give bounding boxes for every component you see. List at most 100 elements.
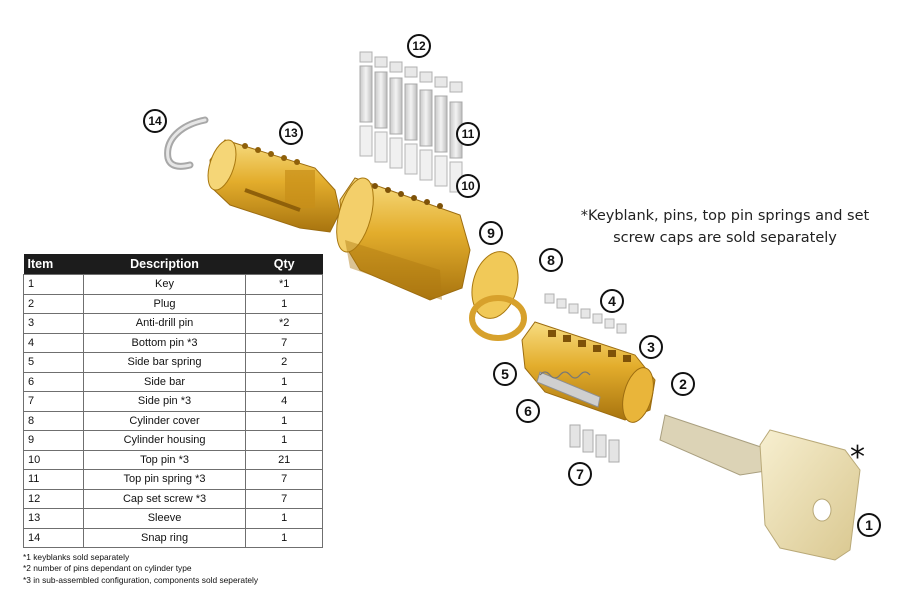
callout-8-label: 8 — [547, 252, 555, 268]
row-item: 11 — [23, 469, 84, 490]
row-description: Side pin *3 — [82, 391, 247, 412]
row-description: Bottom pin *3 — [82, 332, 247, 353]
callout-11 — [456, 122, 480, 146]
cylinder-housing-part — [336, 177, 471, 301]
sold-note-line-1: *Keyblank, pins, top pin springs and set — [580, 208, 870, 224]
row-description: Cap set screw *3 — [82, 488, 247, 509]
callout-12 — [407, 34, 431, 58]
row-item: 4 — [23, 332, 84, 353]
callout-6 — [516, 399, 540, 423]
callout-7-label: 7 — [576, 466, 584, 482]
row-qty: 1 — [245, 293, 323, 314]
row-qty: 1 — [245, 508, 323, 529]
row-description: Snap ring — [82, 527, 247, 548]
sold-separately-note: *Keyblank, pins, top pin springs and set… — [560, 205, 890, 249]
callout-5 — [493, 362, 517, 386]
row-item: 12 — [23, 488, 84, 509]
callout-14-label: 14 — [148, 114, 162, 128]
parts-table-header: Item Description Qty — [23, 254, 323, 275]
row-item: 6 — [23, 371, 84, 392]
callout-3 — [639, 335, 663, 359]
row-item: 14 — [23, 527, 84, 548]
footnote-3: *3 in sub-assembled configuration, compo… — [23, 574, 259, 585]
callout-1-label: 1 — [865, 517, 873, 533]
callout-8 — [539, 248, 563, 272]
key-asterisk: * — [850, 440, 865, 475]
footnote-1: *1 keyblanks sold separately — [23, 552, 130, 562]
callout-4 — [600, 289, 624, 313]
sold-note-line-2: screw caps are sold separately — [613, 230, 837, 246]
row-qty: 4 — [245, 391, 323, 412]
callout-markers — [143, 34, 881, 537]
row-item: 9 — [23, 430, 84, 451]
top-pins — [359, 125, 463, 193]
row-description: Cylinder housing — [82, 430, 247, 451]
row-description: Side bar — [82, 371, 247, 392]
row-description: Cylinder cover — [82, 410, 247, 431]
row-description: Key — [82, 274, 247, 295]
pin-stacks — [359, 51, 463, 193]
plug-part — [521, 321, 656, 423]
callout-2 — [671, 372, 695, 396]
row-qty: 7 — [245, 469, 323, 490]
callout-2-label: 2 — [679, 376, 687, 392]
sleeve-part — [207, 139, 341, 233]
bottom-pins — [544, 293, 627, 334]
callout-10 — [456, 174, 480, 198]
row-item: 7 — [23, 391, 84, 412]
callout-4-label: 4 — [608, 293, 616, 309]
cap-set-screws — [359, 51, 463, 93]
row-description: Sleeve — [82, 508, 247, 529]
header-qty: Qty — [245, 254, 323, 275]
callout-13-label: 13 — [284, 126, 298, 140]
callout-1 — [857, 513, 881, 537]
header-item: Item — [23, 254, 84, 275]
row-qty: 7 — [245, 332, 323, 353]
row-item: 5 — [23, 352, 84, 373]
callout-7 — [568, 462, 592, 486]
footnote-2: *2 number of pins dependant on cylinder … — [23, 563, 192, 574]
row-qty: *1 — [245, 274, 323, 295]
footnotes: *1 keyblanks sold separately *2 number o… — [23, 552, 258, 586]
row-description: Top pin *3 — [82, 449, 247, 470]
callout-12-label: 12 — [412, 39, 426, 53]
callout-9-label: 9 — [487, 225, 495, 241]
callout-9 — [479, 221, 503, 245]
callout-10-label: 10 — [461, 179, 475, 193]
row-item: 10 — [23, 449, 84, 470]
row-qty: *2 — [245, 313, 323, 334]
top-pin-springs — [359, 65, 463, 159]
row-qty: 2 — [245, 352, 323, 373]
callout-numbers: 1 2 3 4 5 6 7 8 9 10 11 12 13 14 — [148, 39, 873, 533]
row-qty: 1 — [245, 527, 323, 548]
row-description: Anti-drill pin — [82, 313, 247, 334]
key-part — [659, 414, 861, 561]
row-qty: 1 — [245, 371, 323, 392]
callout-5-label: 5 — [501, 366, 509, 382]
row-description: Side bar spring — [82, 352, 247, 373]
row-qty: 1 — [245, 430, 323, 451]
row-item: 2 — [23, 293, 84, 314]
side-pins — [569, 424, 620, 463]
row-description: Plug — [82, 293, 247, 314]
row-qty: 1 — [245, 410, 323, 431]
side-bar-part — [536, 371, 601, 408]
cylinder-cover-part — [469, 251, 527, 341]
callout-14 — [143, 109, 167, 133]
callout-3-label: 3 — [647, 339, 655, 355]
row-description: Top pin spring *3 — [82, 469, 247, 490]
callout-11-label: 11 — [462, 127, 475, 141]
